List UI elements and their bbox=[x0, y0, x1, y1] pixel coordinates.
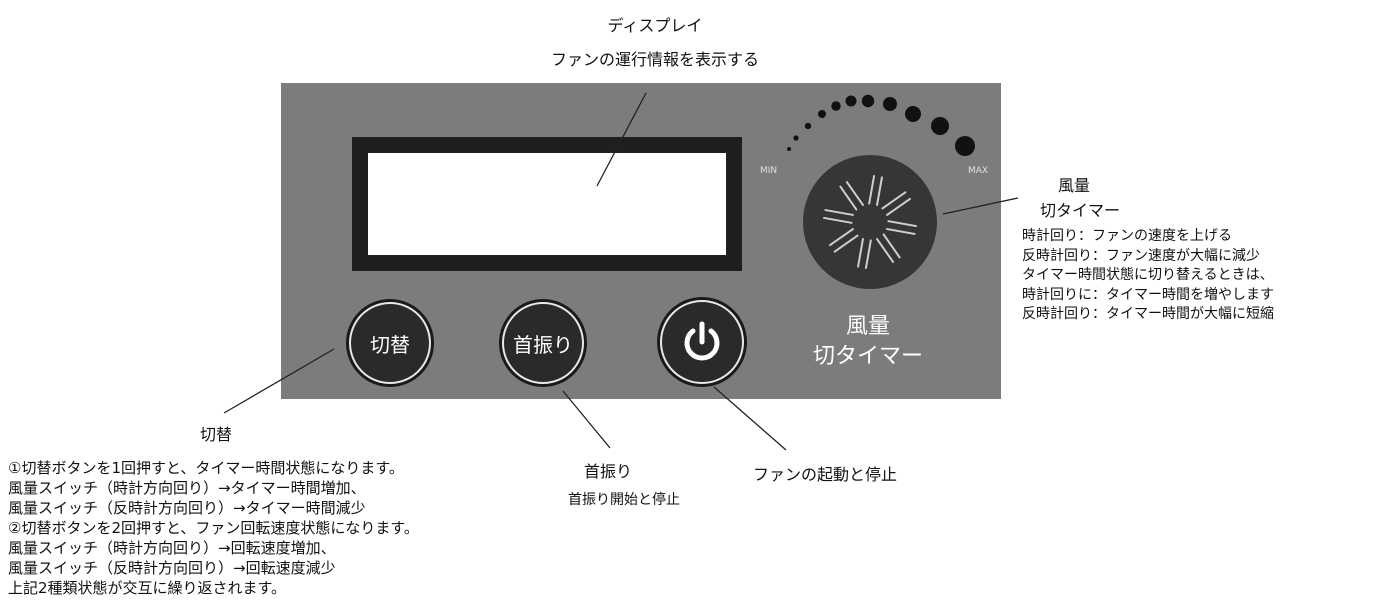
grip-line bbox=[839, 185, 858, 211]
dial-callout-line: 反時計回り：タイマー時間が大幅に短縮 bbox=[1022, 306, 1274, 322]
dial-callout-line: 時計回りに：タイマー時間を増やします bbox=[1022, 286, 1274, 303]
power-button[interactable] bbox=[660, 300, 744, 384]
dial-panel-label: 風量 切タイマー bbox=[810, 312, 926, 372]
grip-line bbox=[876, 238, 895, 263]
fan-speed-knob[interactable] bbox=[803, 155, 937, 289]
switch-callout-line: ②切替ボタンを2回押すと、ファン回転速度状態になります。 bbox=[8, 519, 419, 537]
grip-line bbox=[864, 239, 872, 269]
swing-callout-title: 首振り bbox=[584, 462, 633, 481]
switch-callout-line: 風量スイッチ（時計方向回り）→回転速度増加、 bbox=[8, 539, 336, 557]
swing-button[interactable]: 首振り bbox=[502, 302, 584, 384]
display-leader-line bbox=[596, 92, 647, 187]
grip-line bbox=[857, 238, 864, 268]
speed-dot bbox=[804, 122, 812, 130]
grip-line bbox=[824, 209, 854, 216]
grip-line bbox=[887, 220, 917, 228]
dial-max-label: MAX bbox=[968, 166, 989, 176]
dial-callout-text: 時計回り：ファンの速度を上げる 反時計回り：ファン速度が大幅に減少 タイマー時間… bbox=[1022, 227, 1274, 325]
display-callout-title: ディスプレイ bbox=[607, 16, 703, 35]
dial-panel-label-line2: 切タイマー bbox=[812, 344, 923, 369]
dial-callout-line: 時計回り：ファンの速度を上げる bbox=[1022, 228, 1232, 244]
power-callout-title: ファンの起動と停止 bbox=[753, 465, 898, 484]
grip-line bbox=[868, 175, 876, 205]
grip-line bbox=[876, 176, 883, 206]
dial-panel-label-line1: 風量 bbox=[845, 314, 890, 339]
dial-leader-line bbox=[942, 197, 1019, 215]
power-icon bbox=[684, 321, 720, 361]
speed-dot bbox=[831, 101, 841, 111]
switch-callout-line: ①切替ボタンを1回押すと、タイマー時間状態になります。 bbox=[8, 459, 404, 477]
grip-line bbox=[882, 233, 901, 259]
speed-dot bbox=[787, 147, 791, 151]
dial-callout-line: 反時計回り：ファン速度が大幅に減少 bbox=[1022, 247, 1260, 264]
speed-dot bbox=[883, 97, 897, 111]
grip-line bbox=[886, 197, 911, 216]
speed-dot bbox=[955, 136, 975, 156]
switch-button[interactable]: 切替 bbox=[349, 302, 431, 384]
speed-level-dots bbox=[787, 94, 975, 156]
switch-callout-line: 風量スイッチ（反時計方向回り）→タイマー時間減少 bbox=[8, 499, 366, 517]
dial-callout-line: タイマー時間状態に切り替えるときは、 bbox=[1022, 267, 1274, 283]
grip-line bbox=[823, 216, 853, 224]
grip-line bbox=[881, 191, 907, 210]
speed-dot bbox=[861, 94, 875, 108]
speed-dot bbox=[818, 110, 826, 118]
power-leader-line bbox=[713, 386, 787, 451]
dial-min-label: MIN bbox=[760, 166, 778, 176]
grip-line bbox=[829, 228, 854, 247]
switch-callout-line: 上記2種類状態が交互に繰り返されます。 bbox=[8, 579, 287, 597]
grip-line bbox=[833, 234, 859, 253]
dial-callout-title-line2: 切タイマー bbox=[1040, 201, 1121, 220]
switch-button-label: 切替 bbox=[370, 332, 410, 357]
switch-callout-title: 切替 bbox=[200, 425, 233, 444]
switch-leader-line bbox=[223, 348, 335, 414]
speed-dot bbox=[793, 135, 799, 141]
knob-grip-icon bbox=[823, 175, 917, 269]
swing-leader-line bbox=[562, 390, 611, 449]
speed-dot bbox=[905, 106, 921, 122]
grip-line bbox=[845, 181, 864, 206]
switch-callout-line: 風量スイッチ（反時計方向回り）→回転速度減少 bbox=[8, 559, 336, 577]
display-callout-desc: ファンの運行情報を表示する bbox=[550, 50, 759, 69]
swing-callout-desc: 首振り開始と停止 bbox=[568, 492, 680, 508]
grip-line bbox=[886, 228, 916, 235]
switch-callout-line: 風量スイッチ（時計方向回り）→タイマー時間増加、 bbox=[8, 479, 366, 497]
speed-dot bbox=[845, 95, 857, 107]
dial-callout-title-line1: 風量 bbox=[1058, 176, 1091, 195]
switch-callout-text: ①切替ボタンを1回押すと、タイマー時間状態になります。 風量スイッチ（時計方向回… bbox=[8, 458, 419, 598]
display-screen bbox=[352, 137, 742, 271]
speed-dot bbox=[931, 117, 949, 135]
swing-button-label: 首振り bbox=[513, 332, 573, 357]
